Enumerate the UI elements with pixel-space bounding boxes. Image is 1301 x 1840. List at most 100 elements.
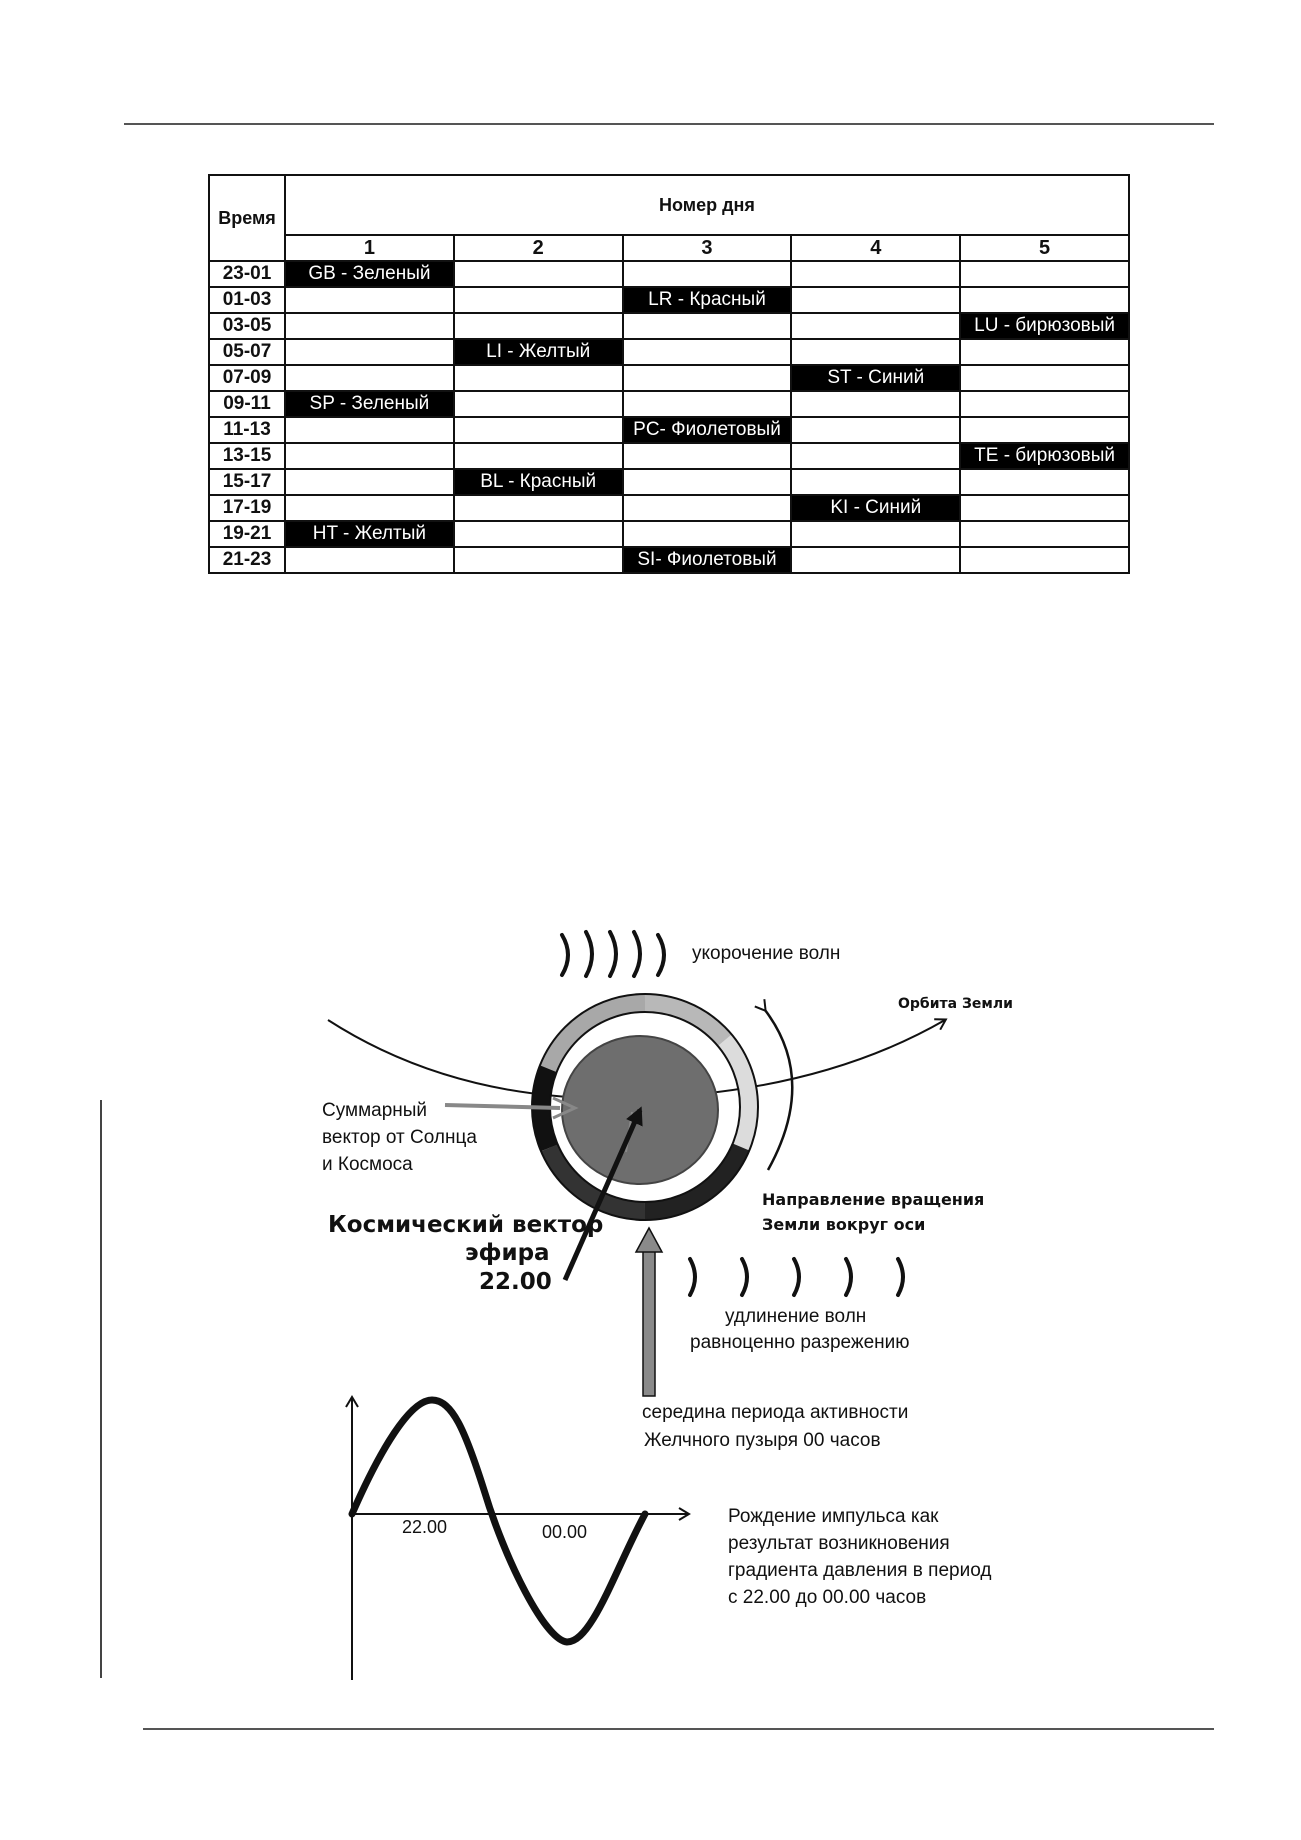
- table-row: 17-19 KI - Синий: [208, 494, 1130, 522]
- time-slot-label: 17-19: [208, 494, 286, 522]
- table-row: 15-17 BL - Красный: [208, 468, 1130, 496]
- empty-cell: [621, 390, 793, 418]
- empty-cell: [621, 364, 793, 392]
- day-number-2: 2: [452, 234, 624, 262]
- empty-cell: [284, 468, 455, 496]
- meridian-cell: HT - Желтый: [284, 520, 455, 548]
- empty-cell: [284, 546, 455, 574]
- empty-cell: [284, 338, 455, 366]
- meridian-cell: LR - Красный: [621, 286, 793, 314]
- empty-cell: [621, 494, 793, 522]
- empty-cell: [452, 312, 624, 340]
- empty-cell: [790, 312, 962, 340]
- table-row: 11-13 PC- Фиолетовый: [208, 416, 1130, 444]
- left-margin-line: [100, 1100, 102, 1678]
- time-column-header: Время: [208, 174, 286, 262]
- empty-cell: [959, 364, 1130, 392]
- time-slot-label: 09-11: [208, 390, 286, 418]
- empty-cell: [959, 494, 1130, 522]
- meridian-cell: SI- Фиолетовый: [621, 546, 793, 574]
- empty-cell: [790, 260, 962, 288]
- cosmic-vector-label: Космический вектор эфира 22.00: [328, 1212, 611, 1295]
- time-slot-label: 03-05: [208, 312, 286, 340]
- earth-ring: [531, 993, 759, 1221]
- empty-cell: [452, 364, 624, 392]
- empty-cell: [790, 442, 962, 470]
- meridian-cell: ST - Синий: [790, 364, 962, 392]
- empty-cell: [452, 494, 624, 522]
- meridian-cell: KI - Синий: [790, 494, 962, 522]
- graph-label-2200: 22.00: [402, 1517, 447, 1537]
- empty-cell: [621, 468, 793, 496]
- empty-cell: [959, 416, 1130, 444]
- meridian-cell: LU - бирюзовый: [959, 312, 1130, 340]
- time-slot-label: 15-17: [208, 468, 286, 496]
- empty-cell: [959, 468, 1130, 496]
- empty-cell: [959, 520, 1130, 548]
- summary-vector-arrow: [444, 1096, 579, 1120]
- time-slot-label: 07-09: [208, 364, 286, 392]
- empty-cell: [452, 286, 624, 314]
- empty-cell: [790, 416, 962, 444]
- day-number-header: Номер дня: [284, 174, 1130, 236]
- empty-cell: [284, 312, 455, 340]
- empty-cell: [959, 338, 1130, 366]
- table-row: 01-03 LR - Красный: [208, 286, 1130, 314]
- time-slot-label: 11-13: [208, 416, 286, 444]
- meridian-cell: PC- Фиолетовый: [621, 416, 793, 444]
- empty-cell: [284, 416, 455, 444]
- rotation-arrow-icon: [754, 999, 794, 1171]
- time-slot-label: 05-07: [208, 338, 286, 366]
- empty-cell: [452, 546, 624, 574]
- table-row: 05-07 LI - Желтый: [208, 338, 1130, 366]
- table-row: 07-09 ST - Синий: [208, 364, 1130, 392]
- empty-cell: [452, 390, 624, 418]
- lengthening-waves-icon: [688, 1257, 905, 1297]
- day-number-3: 3: [621, 234, 793, 262]
- empty-cell: [959, 546, 1130, 574]
- empty-cell: [959, 286, 1130, 314]
- footer-rule: [143, 1728, 1214, 1730]
- empty-cell: [452, 442, 624, 470]
- time-slot-label: 13-15: [208, 442, 286, 470]
- empty-cell: [790, 390, 962, 418]
- empty-cell: [790, 520, 962, 548]
- meridian-cell: BL - Красный: [452, 468, 624, 496]
- empty-cell: [621, 338, 793, 366]
- wave-shortening-label: укорочение волн: [692, 943, 840, 964]
- sine-wave: [348, 1396, 649, 1646]
- empty-cell: [284, 494, 455, 522]
- time-slot-label: 01-03: [208, 286, 286, 314]
- header-rule: [124, 123, 1214, 125]
- impulse-graph: [345, 1395, 691, 1680]
- meridian-cell: SP - Зеленый: [284, 390, 455, 418]
- impulse-description-label: Рождение импульса как результат возникно…: [728, 1506, 997, 1608]
- gallbladder-label: середина периода активности Желчного пуз…: [642, 1402, 914, 1451]
- empty-cell: [621, 442, 793, 470]
- graph-label-0000: 00.00: [542, 1522, 587, 1542]
- earth-orbit-label: Орбита Земли: [898, 996, 1013, 1012]
- empty-cell: [452, 416, 624, 444]
- wave-lengthening-label: удлинение волн равноценно разрежению: [690, 1306, 910, 1353]
- table-row: 13-15 TE - бирюзовый: [208, 442, 1130, 470]
- meridian-cell: GB - Зеленый: [284, 260, 455, 288]
- empty-cell: [621, 312, 793, 340]
- gallbladder-arrow: [634, 1226, 664, 1397]
- empty-cell: [621, 520, 793, 548]
- cosmic-vector-arrow: [562, 1106, 643, 1282]
- day-number-1: 1: [284, 234, 455, 262]
- day-number-4: 4: [790, 234, 962, 262]
- summary-vector-label: Суммарный вектор от Солнца и Космоса: [322, 1100, 482, 1175]
- meridian-cell: TE - бирюзовый: [959, 442, 1130, 470]
- empty-cell: [959, 260, 1130, 288]
- empty-cell: [284, 442, 455, 470]
- time-slot-label: 19-21: [208, 520, 286, 548]
- empty-cell: [284, 364, 455, 392]
- meridian-cell: LI - Желтый: [452, 338, 624, 366]
- empty-cell: [790, 546, 962, 574]
